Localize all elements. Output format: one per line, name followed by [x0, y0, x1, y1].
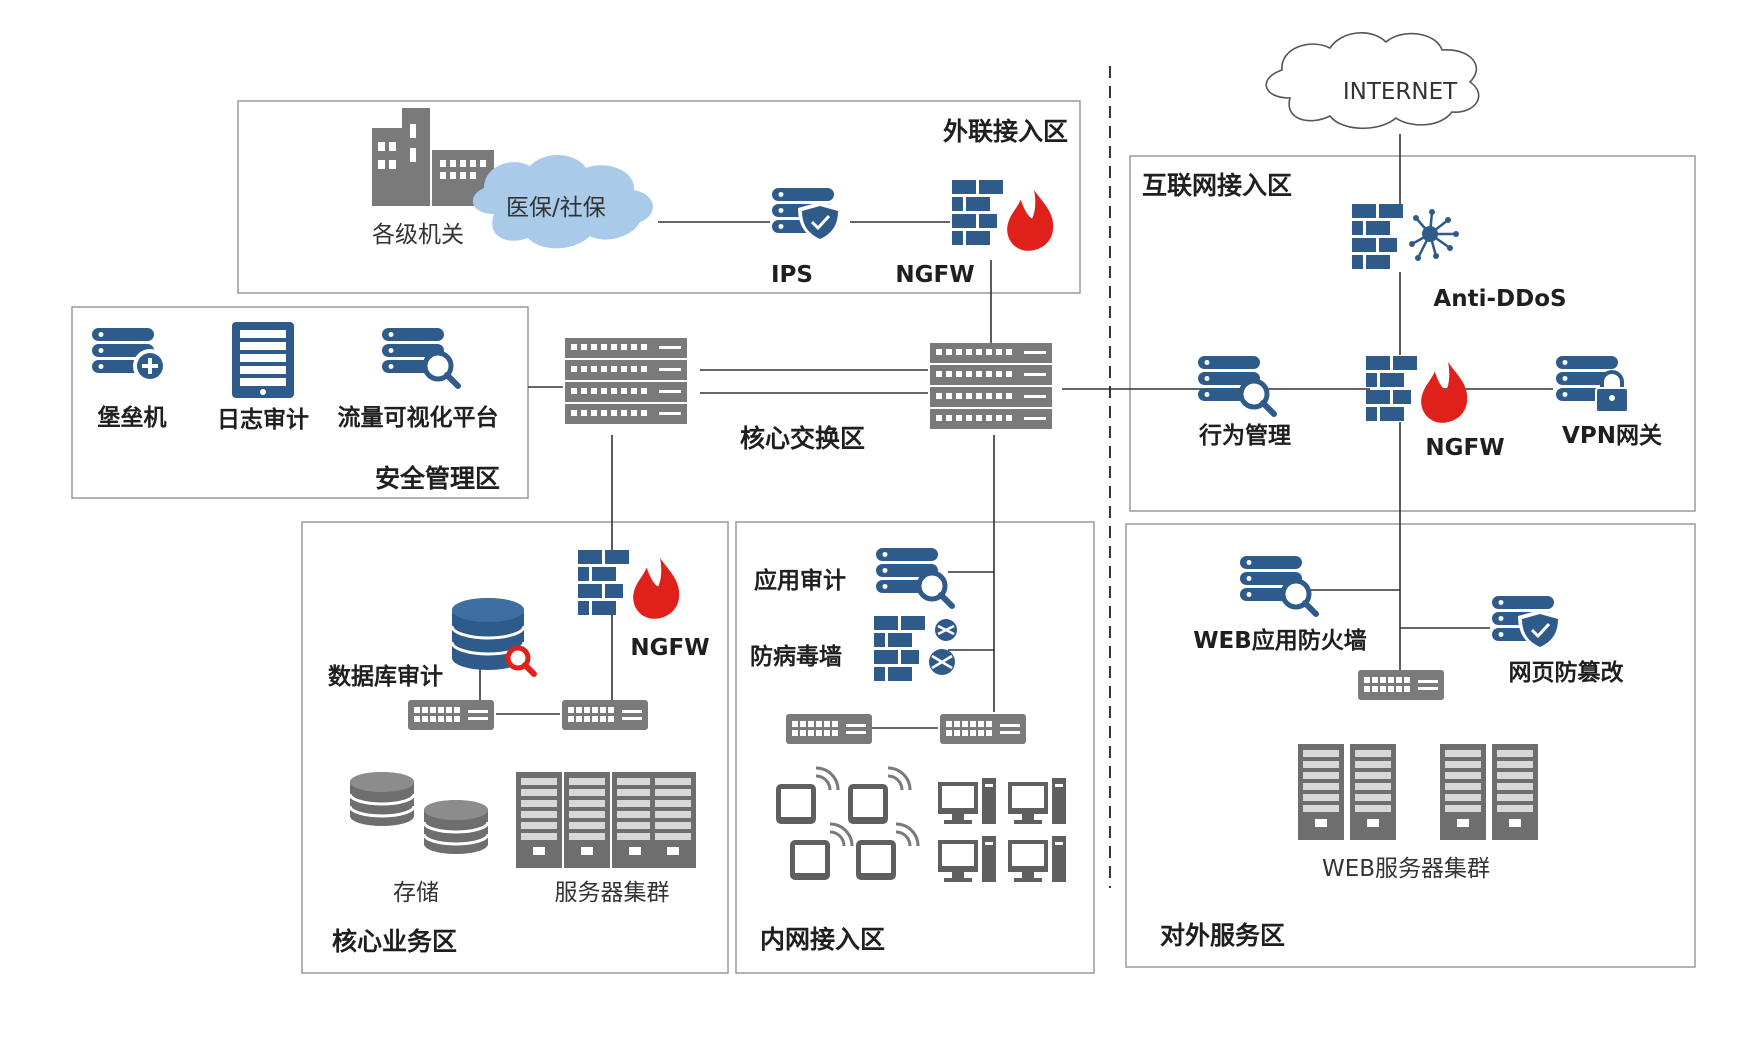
gov-agencies-label: 各级机关	[372, 222, 464, 248]
zone-title-internet-access: 互联网接入区	[1142, 171, 1292, 200]
ips-shield-server-icon	[772, 188, 842, 242]
storage-label: 存储	[393, 880, 439, 906]
cloud-icon	[472, 154, 653, 249]
anti-ddos-icon	[1352, 204, 1459, 269]
ngfw-external-label: NGFW	[895, 262, 974, 288]
zone-title-external-service: 对外服务区	[1160, 921, 1285, 950]
zone-external-service	[1125, 523, 1696, 968]
bastion-server-plus-icon	[92, 328, 167, 383]
intranet-switch-left-icon	[786, 714, 872, 744]
server-cluster-rack-icon	[516, 772, 696, 868]
web-cluster-label: WEB服务器集群	[1322, 856, 1490, 882]
log-device-icon	[232, 322, 294, 398]
ngfw-core-label: NGFW	[630, 635, 709, 661]
zone-external-access	[237, 100, 1081, 294]
storage-icon	[348, 770, 490, 856]
web-tamper-label: 网页防篡改	[1509, 659, 1624, 686]
database-search-icon	[450, 598, 537, 677]
waf-label: WEB应用防火墙	[1193, 627, 1367, 654]
web-cluster-rack-icon	[1298, 744, 1538, 840]
ngfw-core-firewall-icon	[578, 550, 680, 619]
zone-internet-access	[1129, 155, 1696, 512]
zone-title-security-mgmt: 安全管理区	[375, 464, 500, 493]
waf-search-server-icon	[1240, 556, 1316, 614]
medical-social-label: 医保/社保	[506, 195, 606, 221]
traffic-vis-label: 流量可视化平台	[338, 404, 499, 431]
zone-title-intranet-access: 内网接入区	[760, 925, 885, 954]
core-switch-left-icon	[565, 338, 687, 424]
zone-title-core-switch: 核心交换区	[740, 424, 865, 453]
ngfw-external-firewall-icon	[952, 180, 1054, 251]
internet-label: INTERNET	[1343, 79, 1458, 105]
zone-core-business	[301, 521, 729, 974]
ngfw-internet-firewall-icon	[1366, 356, 1468, 423]
core-business-switch-right-icon	[562, 700, 648, 730]
web-tamper-shield-server-icon	[1492, 596, 1562, 650]
internet-cloud-icon	[1265, 32, 1480, 129]
log-audit-label: 日志审计	[217, 406, 309, 433]
core-business-switch-left-icon	[408, 700, 494, 730]
zone-security-mgmt	[71, 306, 529, 499]
building-icon	[372, 108, 494, 206]
ngfw-internet-label: NGFW	[1425, 435, 1504, 461]
app-audit-search-server-icon	[876, 548, 952, 606]
tablet-icon	[774, 766, 920, 882]
behavior-mgmt-label: 行为管理	[1198, 422, 1291, 449]
ips-label: IPS	[771, 262, 813, 288]
app-audit-label: 应用审计	[754, 567, 846, 594]
zone-title-core-business: 核心业务区	[332, 927, 457, 956]
server-cluster-label: 服务器集群	[555, 880, 670, 906]
anti-ddos-label: Anti-DDoS	[1433, 286, 1566, 312]
bastion-label: 堡垒机	[98, 404, 167, 431]
desktop-icon	[938, 778, 1066, 882]
vpn-lock-server-icon	[1556, 356, 1629, 413]
core-switch-right-icon	[930, 343, 1052, 429]
db-audit-label: 数据库审计	[328, 663, 443, 690]
intranet-switch-right-icon	[940, 714, 1026, 744]
zone-intranet-access	[735, 521, 1095, 974]
vpn-gateway-label: VPN网关	[1562, 422, 1662, 449]
external-service-switch-icon	[1358, 670, 1444, 700]
behavior-mgmt-search-server-icon	[1198, 356, 1274, 414]
traffic-vis-search-server-icon	[382, 328, 458, 386]
antivirus-wall-icon	[874, 616, 957, 681]
antivirus-wall-label: 防病毒墙	[750, 643, 842, 670]
zone-title-external-access: 外联接入区	[943, 117, 1068, 146]
